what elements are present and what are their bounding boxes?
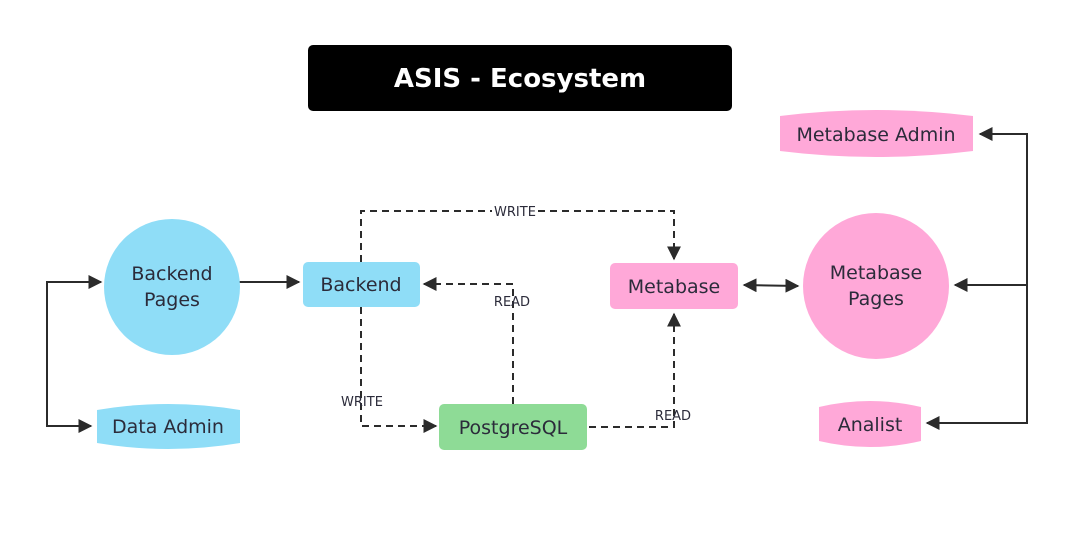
node-metabase-admin: Metabase Admin bbox=[780, 110, 973, 157]
postgresql-box bbox=[439, 404, 587, 450]
analist-label: Analist bbox=[838, 414, 903, 436]
edge-label-write-top: WRITE bbox=[494, 205, 536, 220]
page-title: ASIS - Ecosystem bbox=[394, 64, 646, 94]
backend-pages-label-line1: Backend bbox=[131, 263, 212, 285]
data-admin-label: Data Admin bbox=[112, 416, 224, 438]
node-metabase-pages: Metabase Pages bbox=[803, 213, 949, 359]
metabase-pages-circle bbox=[803, 213, 949, 359]
node-backend-pages: Backend Pages bbox=[104, 219, 240, 355]
metabase-admin-shape bbox=[780, 110, 973, 157]
postgresql-label: PostgreSQL bbox=[459, 417, 568, 439]
data-admin-shape bbox=[97, 404, 240, 449]
edge-postgres-metabase-read bbox=[589, 312, 681, 428]
label-bg-write-top bbox=[492, 203, 538, 219]
backend-box bbox=[303, 262, 420, 307]
metabase-pages-label-line2: Pages bbox=[848, 288, 904, 310]
edge-label-write-postgres: WRITE bbox=[341, 395, 383, 410]
backend-pages-label-line2: Pages bbox=[144, 289, 200, 311]
metabase-pages-label-line1: Metabase bbox=[830, 262, 922, 284]
edge-metabase-metabasepages bbox=[742, 278, 800, 293]
edge-backendpages-dataadmin bbox=[46, 275, 103, 433]
title-background bbox=[308, 45, 732, 111]
backend-pages-circle bbox=[104, 219, 240, 355]
node-backend: Backend bbox=[303, 262, 420, 307]
node-metabase: Metabase bbox=[610, 263, 738, 309]
edge-postgres-backend-read bbox=[422, 277, 514, 404]
edge-label-read-backend: READ bbox=[494, 295, 530, 310]
edge-admin-analist-bracket bbox=[925, 127, 1028, 430]
title-banner: ASIS - Ecosystem bbox=[308, 45, 732, 111]
node-data-admin: Data Admin bbox=[97, 404, 240, 449]
edge-label-read-metabase: READ bbox=[655, 409, 691, 424]
node-postgresql: PostgreSQL bbox=[439, 404, 587, 450]
metabase-label: Metabase bbox=[628, 276, 720, 298]
metabase-box bbox=[610, 263, 738, 309]
edge-labels: WRITE READ WRITE READ bbox=[341, 203, 691, 424]
edge-backend-postgres-write bbox=[360, 307, 438, 433]
metabase-admin-label: Metabase Admin bbox=[796, 124, 955, 146]
backend-label: Backend bbox=[320, 274, 401, 296]
analist-shape bbox=[819, 401, 921, 447]
node-analist: Analist bbox=[819, 401, 921, 447]
